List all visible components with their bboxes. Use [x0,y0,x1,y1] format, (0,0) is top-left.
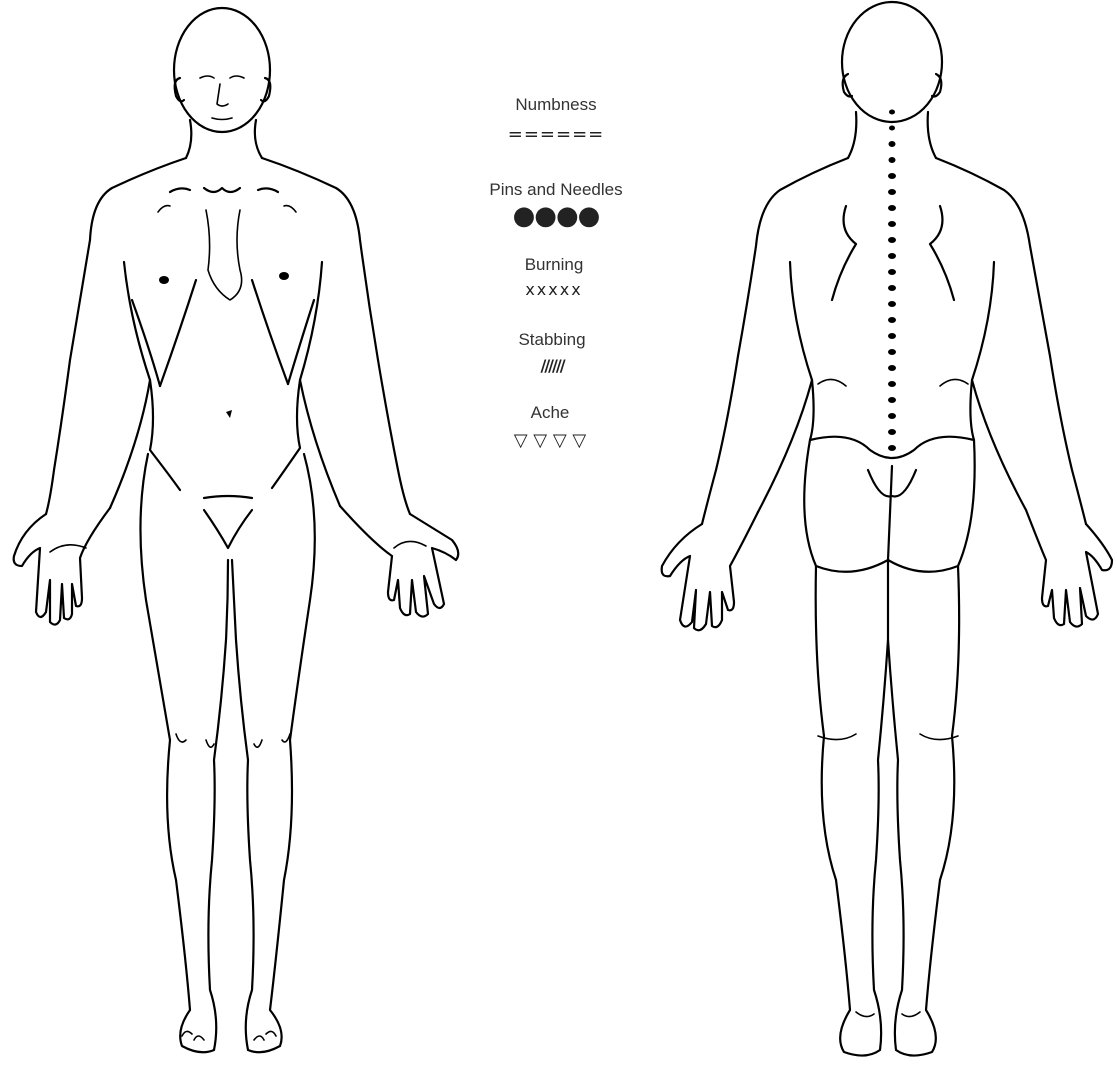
front-body-figure[interactable] [14,8,459,1052]
legend-symbol-ache: ▽ ▽ ▽ ▽ [514,430,587,451]
legend-label-stabbing: Stabbing [518,330,585,349]
back-body-figure[interactable] [662,2,1112,1056]
legend-label-ache: Ache [531,403,570,422]
legend-label-numbness: Numbness [515,95,596,114]
legend-label-burning: Burning [525,255,584,274]
legend: Numbness ====== Pins and Needles ●●●● Bu… [489,95,622,451]
legend-symbol-stabbing: ////// [540,356,565,375]
legend-symbol-numbness: ====== [508,124,605,145]
legend-symbol-burning: xxxxx [525,280,582,299]
legend-symbol-pins-and-needles: ●●●● [513,201,600,231]
legend-label-pins-and-needles: Pins and Needles [489,180,622,199]
spine [888,110,896,452]
